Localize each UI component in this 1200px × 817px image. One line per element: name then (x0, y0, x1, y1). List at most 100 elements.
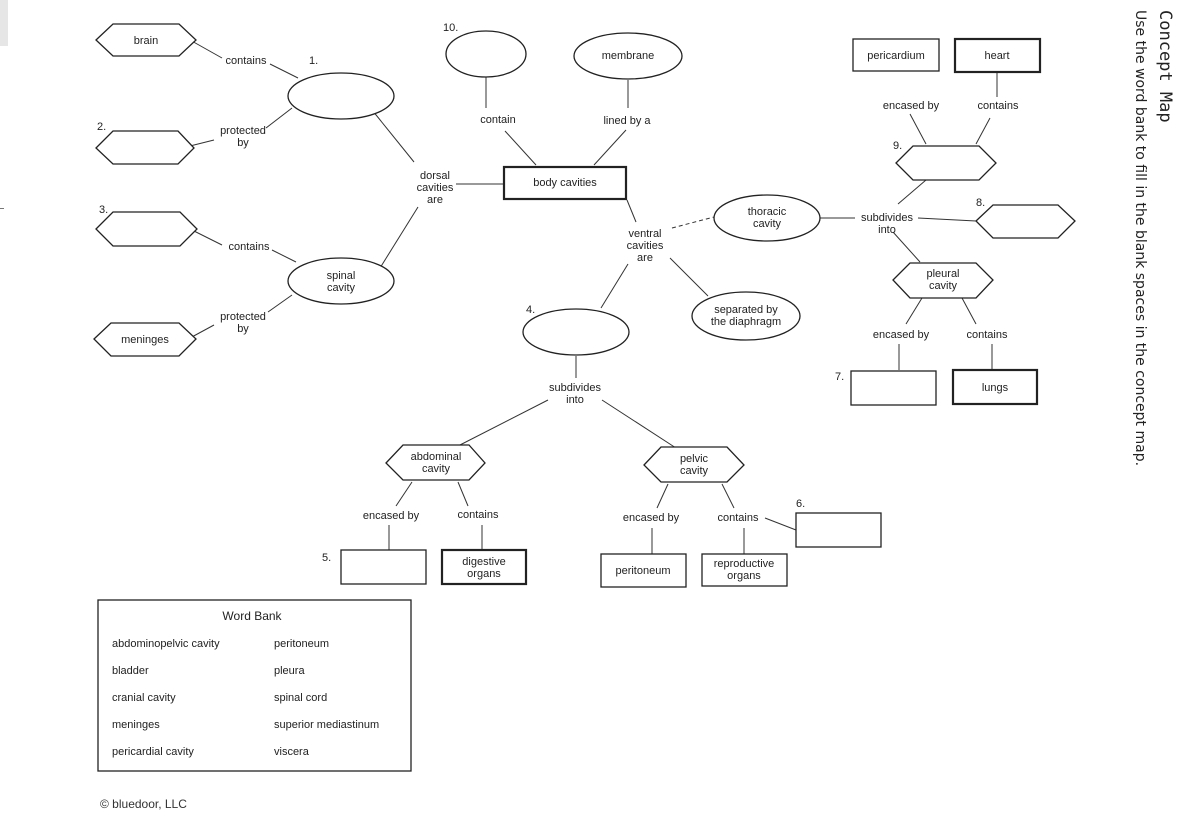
link-protected-by-4b: by (237, 323, 249, 335)
blank-oval-4[interactable] (522, 308, 630, 356)
connector-lines (189, 39, 998, 554)
heart-label: heart (984, 50, 1009, 62)
link-contains-abdominal: contains (458, 509, 499, 521)
link-contains-3: contains (229, 241, 270, 253)
word-bank-item: bladder (112, 665, 149, 677)
hex-pleural-cavity: pleural cavity (892, 262, 994, 299)
page-instructions: Use the word bank to fill in the blank s… (1132, 10, 1148, 466)
box-body-cavities: body cavities (502, 165, 628, 201)
word-bank-title: Word Bank (222, 609, 282, 623)
pleural-cavity-label-1: pleural (926, 268, 959, 280)
copyright-footer: © bluedoor, LLC (100, 797, 187, 811)
link-protected-by-2a: protected (220, 125, 266, 137)
link-protected-by-2b: by (237, 137, 249, 149)
separated-label-2: the diaphragm (711, 316, 781, 328)
spinal-cavity-label-2: cavity (327, 282, 356, 294)
pleural-cavity-label-2: cavity (929, 280, 958, 292)
box-heart: heart (953, 37, 1042, 74)
brain-label: brain (134, 35, 158, 47)
word-bank-item: cranial cavity (112, 692, 176, 704)
number-10: 10. (443, 22, 458, 34)
oval-thoracic-cavity: thoracic cavity (713, 194, 821, 242)
word-bank: Word Bank abdominopelvic cavity bladder … (97, 599, 412, 772)
word-bank-item: meninges (112, 719, 160, 731)
pelvic-cavity-label-1: pelvic (680, 453, 709, 465)
reproductive-organs-label-1: reproductive (714, 558, 775, 570)
box-lungs: lungs (951, 368, 1039, 406)
link-ventral-3: are (637, 252, 653, 264)
number-9: 9. (893, 140, 902, 152)
membrane-label: membrane (602, 50, 655, 62)
number-8: 8. (976, 197, 985, 209)
blank-hex-2[interactable] (95, 130, 195, 165)
number-7: 7. (835, 371, 844, 383)
page-title: Concept Map (1155, 10, 1175, 123)
digestive-organs-label-1: digestive (462, 556, 505, 568)
hex-abdominal-cavity: abdominal cavity (385, 444, 486, 481)
word-bank-item: pericardial cavity (112, 746, 194, 758)
blank-hex-8[interactable] (975, 204, 1076, 239)
box-pericardium: pericardium (852, 38, 940, 72)
hex-meninges: meninges (93, 322, 197, 357)
number-1: 1. (309, 55, 318, 67)
link-dorsal-3: are (427, 194, 443, 206)
link-subdivides-thoracic-2: into (878, 224, 896, 236)
link-encased-by-pleural: encased by (873, 329, 930, 341)
lungs-label: lungs (982, 382, 1009, 394)
box-peritoneum: peritoneum (600, 553, 687, 588)
blank-oval-1[interactable] (287, 72, 395, 120)
page-edge-mark (0, 208, 4, 209)
link-dorsal-1: dorsal (420, 170, 450, 182)
hex-pelvic-cavity: pelvic cavity (643, 446, 745, 483)
link-ventral-1: ventral (628, 228, 661, 240)
link-subdivides-thoracic-1: subdivides (861, 212, 913, 224)
blank-hex-9[interactable] (895, 145, 997, 181)
meninges-label: meninges (121, 334, 169, 346)
blank-box-6[interactable] (795, 512, 882, 548)
link-subdivides-mid-2: into (566, 394, 584, 406)
link-contains-1: contains (226, 55, 267, 67)
hex-brain: brain (95, 23, 197, 57)
link-encased-by-thoracic: encased by (883, 100, 940, 112)
link-labels: contains protected by contains protected… (220, 55, 1019, 524)
link-contain: contain (480, 114, 515, 126)
word-bank-item: abdominopelvic cavity (112, 638, 220, 650)
oval-spinal-cavity: spinal cavity (287, 257, 395, 305)
link-ventral-2: cavities (627, 240, 664, 252)
abdominal-cavity-label-1: abdominal (411, 451, 462, 463)
pericardium-label: pericardium (867, 50, 924, 62)
link-encased-by-pelvic: encased by (623, 512, 680, 524)
word-bank-item: superior mediastinum (274, 719, 379, 731)
blank-box-5[interactable] (340, 549, 427, 585)
oval-separated-by-diaphragm: separated by the diaphragm (691, 291, 801, 341)
box-reproductive-organs: reproductive organs (701, 553, 788, 587)
body-cavities-label: body cavities (533, 177, 597, 189)
pelvic-cavity-label-2: cavity (680, 465, 709, 477)
digestive-organs-label-2: organs (467, 568, 501, 580)
thoracic-cavity-label-2: cavity (753, 218, 782, 230)
word-bank-item: spinal cord (274, 692, 327, 704)
number-4: 4. (526, 304, 535, 316)
separated-label-1: separated by (714, 304, 778, 316)
link-contains-pleural: contains (967, 329, 1008, 341)
number-2: 2. (97, 121, 106, 133)
page-edge-tab (0, 0, 8, 46)
abdominal-cavity-label-2: cavity (422, 463, 451, 475)
blank-oval-10[interactable] (445, 30, 527, 78)
box-digestive-organs: digestive organs (440, 548, 528, 586)
reproductive-organs-label-2: organs (727, 570, 761, 582)
thoracic-cavity-label-1: thoracic (748, 206, 787, 218)
number-5: 5. (322, 552, 331, 564)
link-protected-by-4a: protected (220, 311, 266, 323)
blank-hex-3[interactable] (95, 211, 198, 247)
peritoneum-label: peritoneum (615, 565, 670, 577)
spinal-cavity-label-1: spinal (327, 270, 356, 282)
word-bank-item: viscera (274, 746, 310, 758)
link-subdivides-mid-1: subdivides (549, 382, 601, 394)
link-dorsal-2: cavities (417, 182, 454, 194)
link-lined-by: lined by a (603, 115, 651, 127)
number-6: 6. (796, 498, 805, 510)
link-contains-thoracic: contains (978, 100, 1019, 112)
blank-box-7[interactable] (850, 370, 937, 406)
